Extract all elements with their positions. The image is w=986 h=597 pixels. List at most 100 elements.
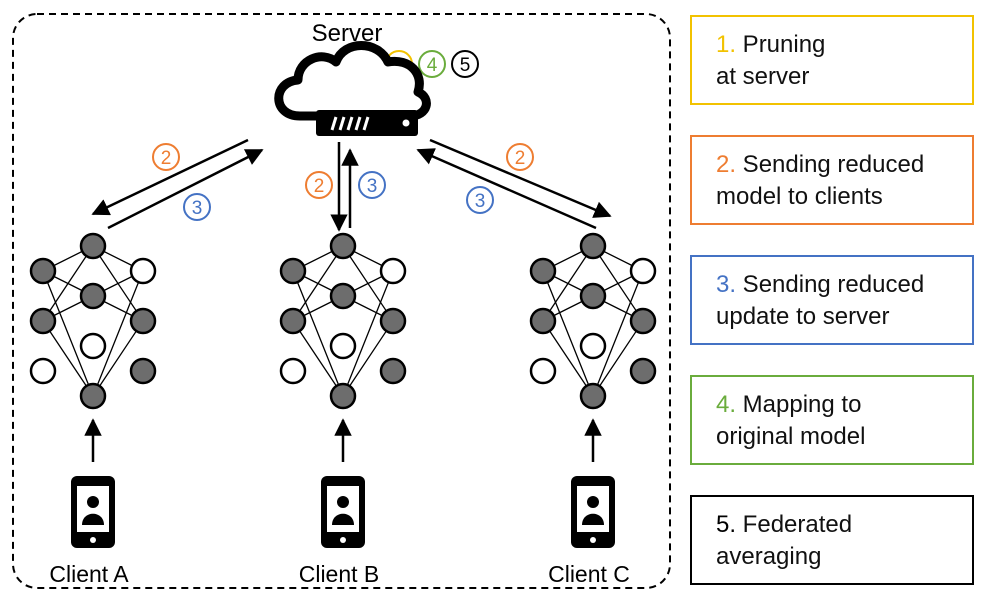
- user-icon: [587, 496, 599, 508]
- step-3-client-c-badge: [466, 186, 494, 214]
- hidden-node: [329, 232, 357, 260]
- edge-input-hidden: [42, 320, 94, 397]
- cloud-icon: [274, 41, 431, 121]
- user-icon: [87, 496, 99, 508]
- client-label: Client B: [299, 561, 380, 587]
- edge-input-hidden: [292, 245, 344, 322]
- legend-step-description: Federated averaging: [716, 511, 853, 570]
- legend-step-number: 4.: [716, 391, 737, 418]
- input-node: [529, 357, 557, 385]
- legend-step-text: 1. Pruning at server: [716, 29, 825, 93]
- step-2-client-b-label: 2: [314, 176, 325, 197]
- legend-step-2: 2. Sending reduced model to clients: [690, 135, 974, 225]
- edge-input-hidden: [292, 320, 344, 397]
- output-node: [629, 307, 657, 335]
- user-icon: [337, 496, 349, 508]
- server-led-icon: [402, 119, 410, 127]
- client-label: Client C: [548, 561, 630, 587]
- hidden-node: [79, 332, 107, 360]
- legend-step-text: 5. Federated averaging: [716, 509, 852, 573]
- edge-hidden-output: [342, 320, 394, 397]
- phone-screen: [327, 486, 359, 532]
- hidden-node: [579, 282, 607, 310]
- edge-input-hidden: [542, 245, 594, 322]
- hidden-node: [329, 332, 357, 360]
- step-2-client-a-label: 2: [161, 148, 172, 169]
- legend-step-number: 5.: [716, 511, 737, 538]
- input-node: [29, 257, 57, 285]
- step-2-client-c-label: 2: [515, 148, 526, 169]
- output-node: [129, 307, 157, 335]
- edge-input-hidden: [42, 270, 94, 397]
- arrow-update-from-client-a: [107, 148, 264, 230]
- edge-hidden-output: [342, 270, 394, 397]
- neural-network-3: [529, 232, 657, 410]
- input-node: [279, 357, 307, 385]
- hidden-node: [579, 382, 607, 410]
- legend-step-description: Mapping to original model: [716, 391, 866, 450]
- legend-step-1: 1. Pruning at server: [690, 15, 974, 105]
- phone-button-icon: [340, 537, 346, 543]
- hidden-node: [579, 232, 607, 260]
- server-step-4-badge: [418, 50, 446, 78]
- legend-step-description: Sending reduced model to clients: [716, 151, 925, 210]
- input-node: [29, 307, 57, 335]
- step-3-client-a-badge: [183, 193, 211, 221]
- user-body-icon: [82, 513, 104, 525]
- step-3-client-c-label: 3: [475, 191, 486, 212]
- output-node: [629, 357, 657, 385]
- legend-step-number: 1.: [716, 31, 737, 58]
- input-node: [279, 257, 307, 285]
- legend-step-number: 3.: [716, 271, 737, 298]
- server-step-4-label: 4: [427, 55, 438, 76]
- cloud-server-icon: [274, 41, 431, 136]
- edge-hidden-output: [592, 270, 644, 397]
- edge-input-hidden: [542, 270, 594, 397]
- step-2-client-a-badge: [152, 143, 180, 171]
- step-3-client-b-label: 3: [367, 176, 378, 197]
- client-a: Client A: [49, 418, 129, 587]
- input-node: [279, 307, 307, 335]
- edge-input-hidden: [42, 245, 94, 322]
- legend-step-description: Sending reduced update to server: [716, 271, 925, 330]
- edge-hidden-output: [592, 320, 644, 397]
- legend-step-number: 2.: [716, 151, 737, 178]
- networks-layer: [29, 232, 657, 410]
- user-body-icon: [332, 513, 354, 525]
- input-node: [529, 257, 557, 285]
- neural-network-1: [29, 232, 157, 410]
- edge-input-hidden: [542, 320, 594, 397]
- phone-button-icon: [590, 537, 596, 543]
- client-c: Client C: [548, 418, 630, 587]
- edge-input-hidden: [292, 270, 344, 397]
- neural-network-2: [279, 232, 407, 410]
- output-node: [379, 357, 407, 385]
- legend-step-4: 4. Mapping to original model: [690, 375, 974, 465]
- client-b: Client B: [299, 418, 380, 587]
- legend-step-text: 4. Mapping to original model: [716, 389, 865, 453]
- hidden-node: [79, 382, 107, 410]
- server-step-5-label: 5: [460, 55, 471, 76]
- legend-step-text: 2. Sending reduced model to clients: [716, 149, 924, 213]
- user-body-icon: [582, 513, 604, 525]
- arrow-model-to-client-c: [429, 138, 612, 218]
- phone-screen: [77, 486, 109, 532]
- output-node: [379, 257, 407, 285]
- clients-layer: Client A Client B Client C: [49, 418, 630, 587]
- output-node: [129, 357, 157, 385]
- edge-hidden-output: [92, 270, 144, 397]
- output-node: [379, 307, 407, 335]
- phone-button-icon: [90, 537, 96, 543]
- step-3-client-a-label: 3: [192, 198, 203, 219]
- hidden-node: [79, 282, 107, 310]
- legend-step-text: 3. Sending reduced update to server: [716, 269, 924, 333]
- client-label: Client A: [49, 561, 129, 587]
- phone-screen: [577, 486, 609, 532]
- system-boundary: [12, 13, 671, 589]
- edge-hidden-output: [92, 320, 144, 397]
- arrows-layer: 2 3 2 3 2 3: [91, 138, 612, 232]
- step-2-client-c-badge: [506, 143, 534, 171]
- legend-step-description: Pruning at server: [716, 31, 826, 90]
- arrow-model-to-client-a: [91, 138, 249, 216]
